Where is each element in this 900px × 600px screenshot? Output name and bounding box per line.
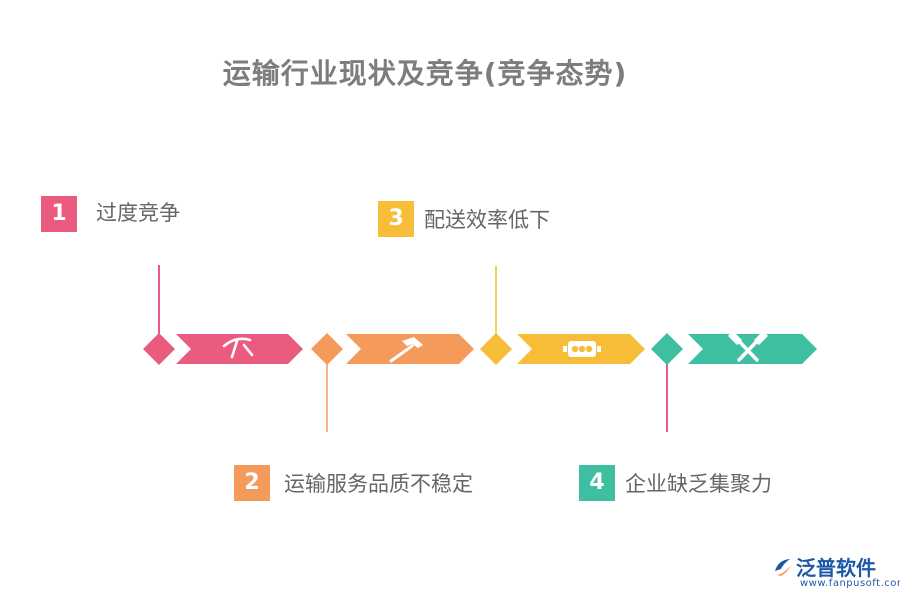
step-number-badge-1: 1 [41, 196, 77, 232]
hammer-icon [389, 337, 423, 363]
brand-url: www.fanpusoft.com [800, 578, 900, 589]
brand-logo-icon [775, 559, 791, 576]
page-title: 运输行业现状及竞争(竞争态势) [222, 57, 628, 90]
step-number-badge-3: 3 [378, 201, 414, 237]
step-label-2: 运输服务品质不稳定 [284, 472, 473, 496]
step-number-badge-2: 2 [234, 465, 270, 501]
crossed-tools-icon [727, 330, 769, 362]
diamond-marker-3 [480, 333, 512, 365]
pickaxe-icon [222, 337, 254, 359]
step-label-3: 配送效率低下 [424, 208, 550, 232]
step-label-4: 企业缺乏集聚力 [625, 472, 772, 496]
step-label-1: 过度竞争 [96, 201, 180, 225]
diamond-marker-1 [143, 333, 175, 365]
traffic-light-icon [563, 341, 601, 357]
diamond-marker-2 [311, 333, 343, 365]
arrow-segment-4 [688, 334, 817, 364]
arrow-segment-1 [176, 334, 303, 364]
brand-logo: 泛普软件 www.fanpusoft.com [772, 552, 900, 598]
diamond-marker-4 [651, 333, 683, 365]
step-number-badge-4: 4 [579, 465, 615, 501]
brand-name: 泛普软件 [796, 556, 876, 580]
